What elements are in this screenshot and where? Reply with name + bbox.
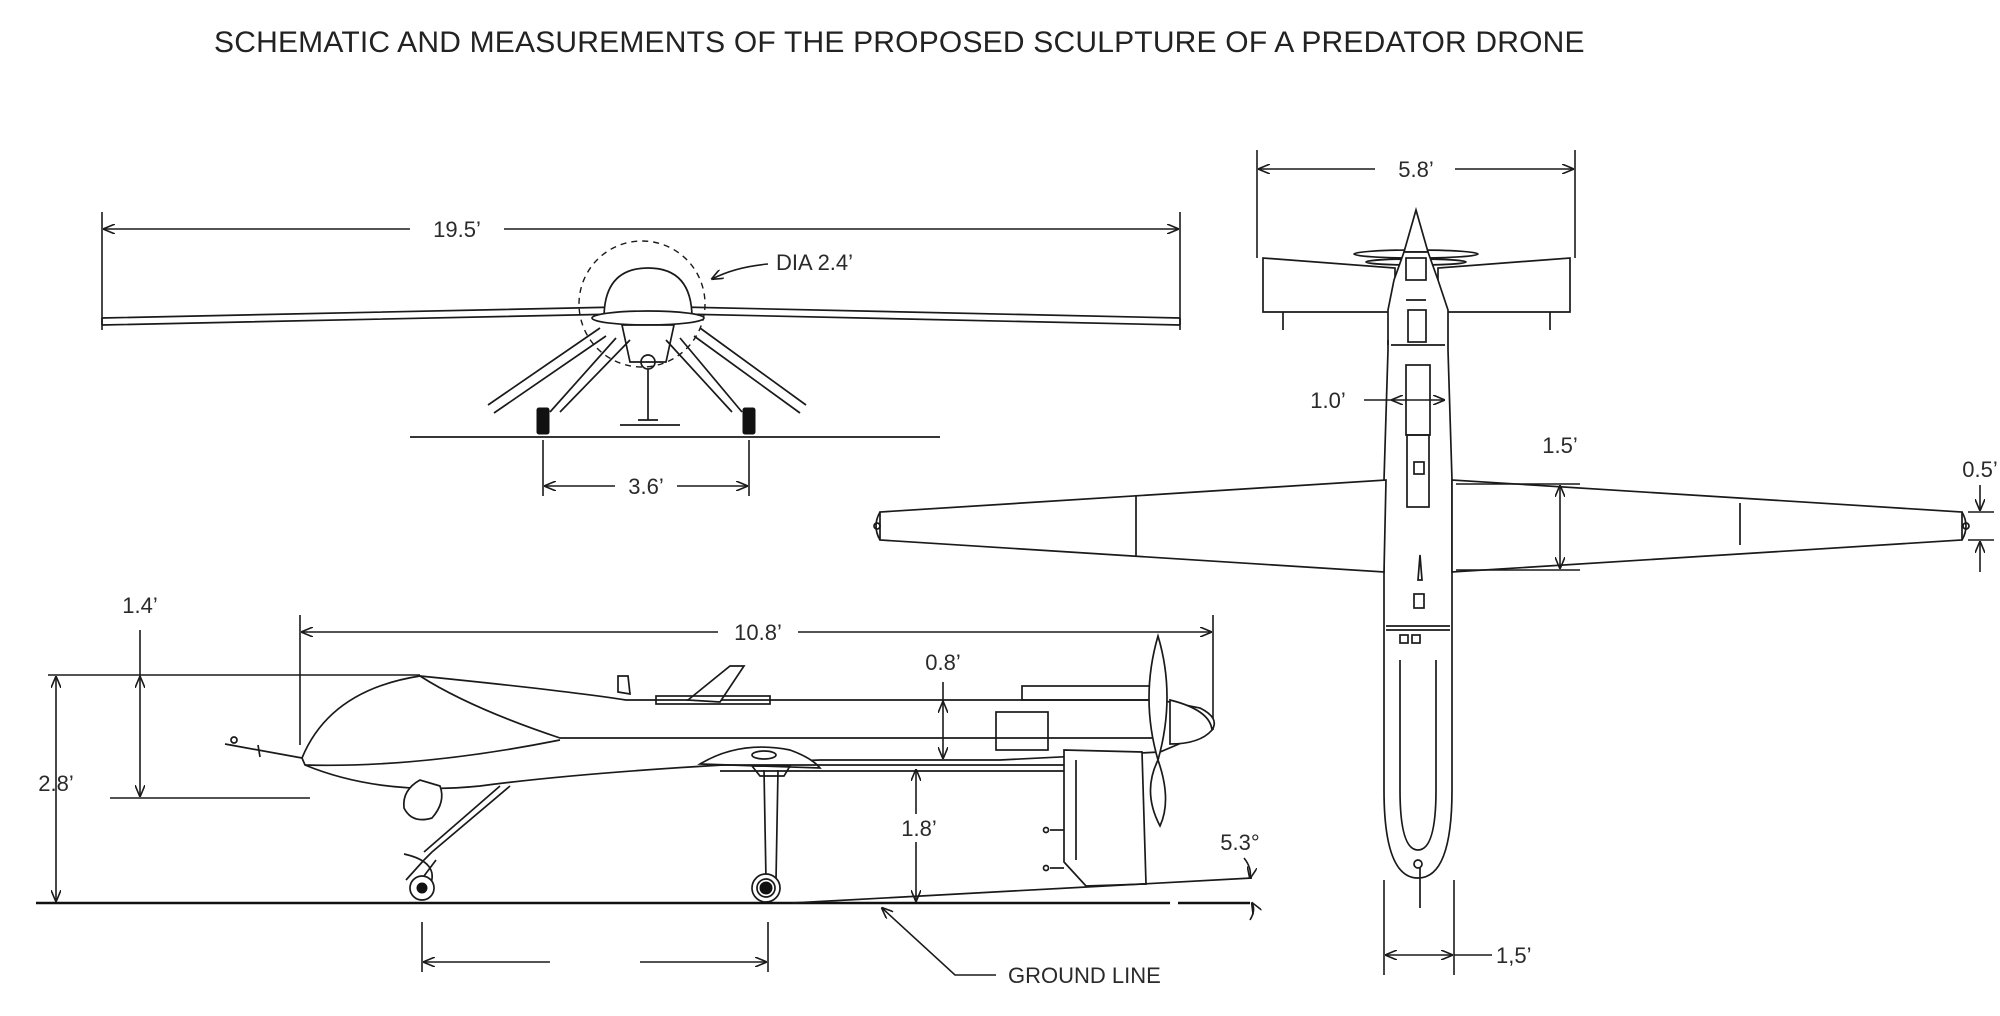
side-view: 10.8’ bbox=[36, 593, 1260, 988]
nose-width-label: 1,5’ bbox=[1496, 943, 1531, 968]
prop-diameter-label: DIA 2.4’ bbox=[776, 250, 853, 275]
nose-width-dimension: 1,5’ bbox=[1383, 880, 1531, 975]
clearance-dimension: 1.8’ bbox=[896, 770, 937, 901]
tail-angle-dimension: 5.3° bbox=[1220, 830, 1259, 921]
tip-chord-dimension: 0.5’ bbox=[1962, 457, 1998, 572]
top-view: 5.8’ bbox=[873, 150, 1998, 975]
wingspan-label: 19.5’ bbox=[433, 217, 481, 242]
ground-line-callout: GROUND LINE bbox=[882, 908, 1161, 988]
tail-angle-label: 5.3° bbox=[1220, 830, 1259, 855]
fuselage-width-dimension: 1.0’ bbox=[1310, 388, 1444, 413]
top-tail bbox=[1262, 249, 1571, 330]
page-title: SCHEMATIC AND MEASUREMENTS OF THE PROPOS… bbox=[214, 26, 1585, 59]
aft-height-label: 0.8’ bbox=[925, 650, 960, 675]
length-label: 10.8’ bbox=[734, 620, 782, 645]
aft-height-dimension: 0.8’ bbox=[925, 650, 961, 758]
wingspan-dimension: 19.5’ bbox=[101, 212, 1181, 330]
tail-angle-line bbox=[791, 877, 1253, 904]
tail-span-dimension: 5.8’ bbox=[1256, 150, 1576, 258]
nose-height-label: 1.4’ bbox=[122, 593, 157, 618]
fuselage-width-label: 1.0’ bbox=[1310, 388, 1345, 413]
length-dimension: 10.8’ bbox=[299, 615, 1214, 745]
ground-line-label: GROUND LINE bbox=[1008, 963, 1161, 988]
tip-chord-label: 0.5’ bbox=[1962, 457, 1997, 482]
front-landing-gear bbox=[487, 327, 807, 435]
side-landing-gear bbox=[403, 765, 792, 903]
root-chord-dimension: 1.5’ bbox=[1456, 433, 1580, 571]
gear-track-dimension: 3.6’ bbox=[542, 440, 750, 499]
nose-height-dimension: 1.4’ bbox=[48, 593, 420, 799]
front-fuselage bbox=[591, 267, 705, 426]
gear-track-label: 3.6’ bbox=[628, 474, 663, 499]
overall-height-dimension: 2.8’ bbox=[38, 677, 74, 901]
front-wing bbox=[101, 306, 1181, 326]
tail-span-label: 5.8’ bbox=[1398, 157, 1433, 182]
propeller-disk bbox=[578, 240, 706, 368]
side-fuselage bbox=[224, 632, 1216, 887]
wheelbase-dimension bbox=[421, 922, 769, 972]
root-chord-label: 1.5’ bbox=[1542, 433, 1577, 458]
top-wings bbox=[873, 479, 1970, 573]
front-view: 19.5’ DIA 2 bbox=[101, 212, 1181, 499]
overall-height-label: 2.8’ bbox=[38, 771, 73, 796]
top-fuselage bbox=[1383, 206, 1453, 908]
clearance-label: 1.8’ bbox=[901, 816, 936, 841]
